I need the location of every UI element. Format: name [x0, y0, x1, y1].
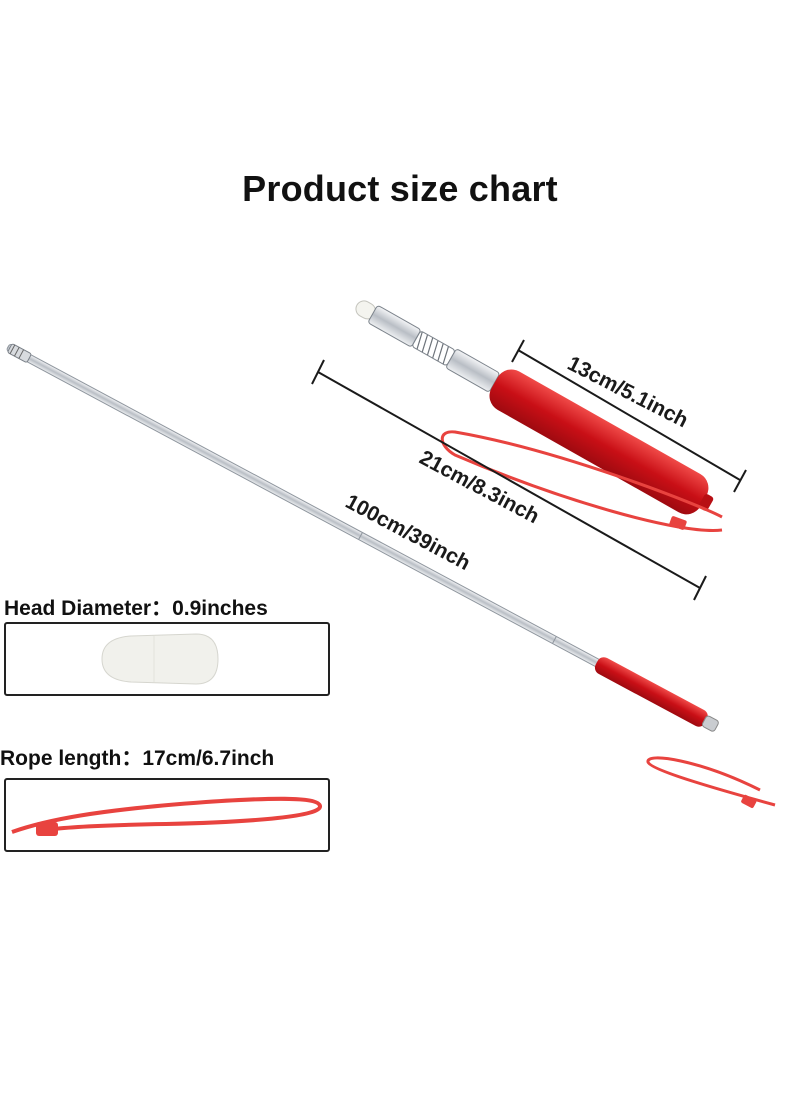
- head-diameter-label: Head Diameter：: [4, 597, 173, 620]
- extended-pointer: [6, 343, 776, 808]
- head-diameter-value: 0.9inches: [172, 597, 268, 620]
- head-diameter-caption: Head Diameter：0.9inches: [4, 592, 268, 622]
- rope-length-caption: Rope length：17cm/6.7inch: [0, 742, 274, 772]
- rope-length-value: 17cm/6.7inch: [142, 747, 275, 770]
- handle-dimension: [511, 339, 747, 493]
- pointer-tip-icon: [101, 633, 219, 685]
- wrist-rope-icon: [11, 796, 322, 836]
- collapsed-length-label: 21cm/8.3inch: [416, 446, 543, 528]
- rope-length-box: [4, 778, 330, 852]
- collapsed-dimension: [311, 359, 707, 601]
- collapsed-pointer: [355, 300, 723, 532]
- head-diameter-box: [4, 622, 330, 696]
- page-title: Product size chart: [242, 168, 558, 209]
- rope-length-label: Rope length：: [0, 747, 143, 770]
